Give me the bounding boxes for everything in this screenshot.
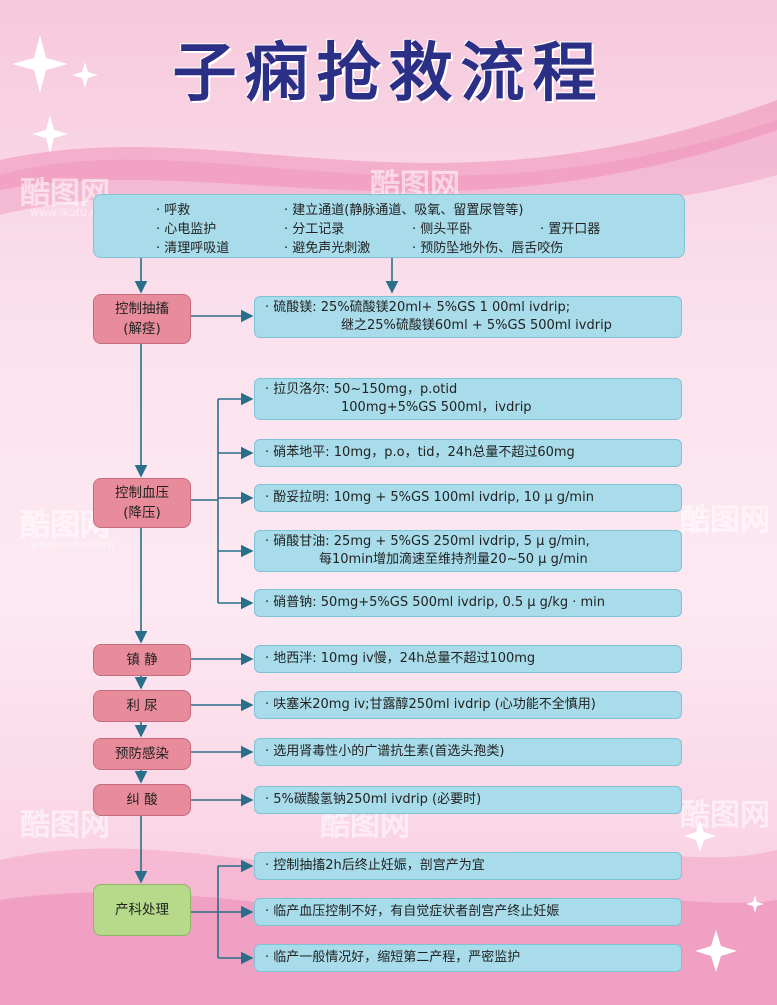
watermark-url: www.ikutu.com bbox=[30, 206, 114, 219]
detail-line: · 地西泮: 10mg iv慢，24h总量不超过100mg bbox=[265, 651, 536, 666]
step-diuresis: 利 尿 bbox=[93, 690, 191, 722]
measure-ecg-monitor: · 心电监护 bbox=[156, 222, 217, 237]
step-correct-acidosis: 纠 酸 bbox=[93, 784, 191, 816]
step-label: 产科处理 bbox=[115, 902, 169, 918]
watermark-url: www.ikutu.com bbox=[30, 538, 114, 551]
detail-sodium-bicarbonate: · 5%碳酸氢钠250ml ivdrip (必要时) bbox=[254, 786, 682, 814]
step-sublabel: (降压) bbox=[123, 505, 161, 521]
step-label: 预防感染 bbox=[115, 746, 169, 762]
measure-clear-airway: · 清理呼吸道 bbox=[156, 241, 230, 256]
detail-nitroprusside: · 硝普钠: 50mg+5%GS 500ml ivdrip, 0.5 μ g/k… bbox=[254, 589, 682, 617]
detail-line: · 硫酸镁: 25%硫酸镁20ml+ 5%GS 1 00ml ivdrip; bbox=[265, 300, 571, 315]
step-control-seizure: 控制抽搐 (解痉) bbox=[93, 294, 191, 344]
watermark: 酷图网 bbox=[680, 798, 770, 833]
initial-measures-box: · 呼救 · 建立通道(静脉通道、吸氧、留置尿管等) · 心电监护 · 分工记录… bbox=[93, 194, 685, 258]
detail-line: · 呋塞米20mg iv;甘露醇250ml ivdrip (心功能不全慎用) bbox=[265, 697, 596, 712]
detail-line: · 临产一般情况好，缩短第二产程，严密监护 bbox=[265, 950, 521, 965]
step-prevent-infection: 预防感染 bbox=[93, 738, 191, 770]
detail-shorten-labor: · 临产一般情况好，缩短第二产程，严密监护 bbox=[254, 944, 682, 972]
step-label: 镇 静 bbox=[126, 652, 158, 668]
detail-antibiotic: · 选用肾毒性小的广谱抗生素(首选头孢类) bbox=[254, 738, 682, 766]
detail-line: 继之25%硫酸镁60ml + 5%GS 500ml ivdrip bbox=[341, 318, 612, 333]
detail-diazepam: · 地西泮: 10mg iv慢，24h总量不超过100mg bbox=[254, 645, 682, 673]
step-sublabel: (解痉) bbox=[123, 321, 161, 337]
step-obstetric-management: 产科处理 bbox=[93, 884, 191, 936]
detail-furosemide: · 呋塞米20mg iv;甘露醇250ml ivdrip (心功能不全慎用) bbox=[254, 691, 682, 719]
detail-line: · 5%碳酸氢钠250ml ivdrip (必要时) bbox=[265, 792, 482, 807]
measure-prevent-injury: · 预防坠地外伤、唇舌咬伤 bbox=[412, 241, 564, 256]
detail-line: · 选用肾毒性小的广谱抗生素(首选头孢类) bbox=[265, 744, 505, 759]
step-control-bp: 控制血压 (降压) bbox=[93, 478, 191, 528]
step-label: 控制抽搐 bbox=[115, 301, 169, 317]
measure-establish-access: · 建立通道(静脉通道、吸氧、留置尿管等) bbox=[284, 203, 524, 218]
measure-call-help: · 呼救 bbox=[156, 203, 191, 218]
detail-cesarean: · 临产血压控制不好，有自觉症状者剖宫产终止妊娠 bbox=[254, 898, 682, 926]
detail-line: · 酚妥拉明: 10mg + 5%GS 100ml ivdrip, 10 μ g… bbox=[265, 490, 594, 505]
detail-magnesium-sulfate: · 硫酸镁: 25%硫酸镁20ml+ 5%GS 1 00ml ivdrip; 继… bbox=[254, 296, 682, 338]
detail-line: 每10min增加滴速至维持剂量20~50 μ g/min bbox=[319, 552, 588, 567]
detail-labetalol: · 拉贝洛尔: 50~150mg，p.otid 100mg+5%GS 500ml… bbox=[254, 378, 682, 420]
detail-line: · 临产血压控制不好，有自觉症状者剖宫产终止妊娠 bbox=[265, 904, 560, 919]
watermark: 酷图网 bbox=[680, 503, 770, 538]
detail-nitroglycerin: · 硝酸甘油: 25mg + 5%GS 250ml ivdrip, 5 μ g/… bbox=[254, 530, 682, 572]
detail-phentolamine: · 酚妥拉明: 10mg + 5%GS 100ml ivdrip, 10 μ g… bbox=[254, 484, 682, 512]
measure-mouth-gag: · 置开口器 bbox=[540, 222, 601, 237]
measure-side-position: · 侧头平卧 bbox=[412, 222, 473, 237]
page-title: 子痫抢救流程 bbox=[172, 37, 605, 111]
detail-line: · 拉贝洛尔: 50~150mg，p.otid bbox=[265, 382, 458, 397]
detail-nifedipine: · 硝苯地平: 10mg，p.o，tid，24h总量不超过60mg bbox=[254, 439, 682, 467]
measure-record: · 分工记录 bbox=[284, 222, 345, 237]
detail-terminate-pregnancy: · 控制抽搐2h后终止妊娠，剖宫产为宜 bbox=[254, 852, 682, 880]
detail-line: · 硝普钠: 50mg+5%GS 500ml ivdrip, 0.5 μ g/k… bbox=[265, 595, 605, 610]
step-label: 控制血压 bbox=[115, 485, 169, 501]
measure-avoid-stimuli: · 避免声光刺激 bbox=[284, 241, 371, 256]
step-sedation: 镇 静 bbox=[93, 644, 191, 676]
detail-line: 100mg+5%GS 500ml，ivdrip bbox=[341, 400, 532, 415]
step-label: 纠 酸 bbox=[126, 792, 158, 808]
step-label: 利 尿 bbox=[126, 698, 158, 714]
detail-line: · 硝酸甘油: 25mg + 5%GS 250ml ivdrip, 5 μ g/… bbox=[265, 534, 590, 549]
detail-line: · 硝苯地平: 10mg，p.o，tid，24h总量不超过60mg bbox=[265, 445, 575, 460]
detail-line: · 控制抽搐2h后终止妊娠，剖宫产为宜 bbox=[265, 858, 485, 873]
